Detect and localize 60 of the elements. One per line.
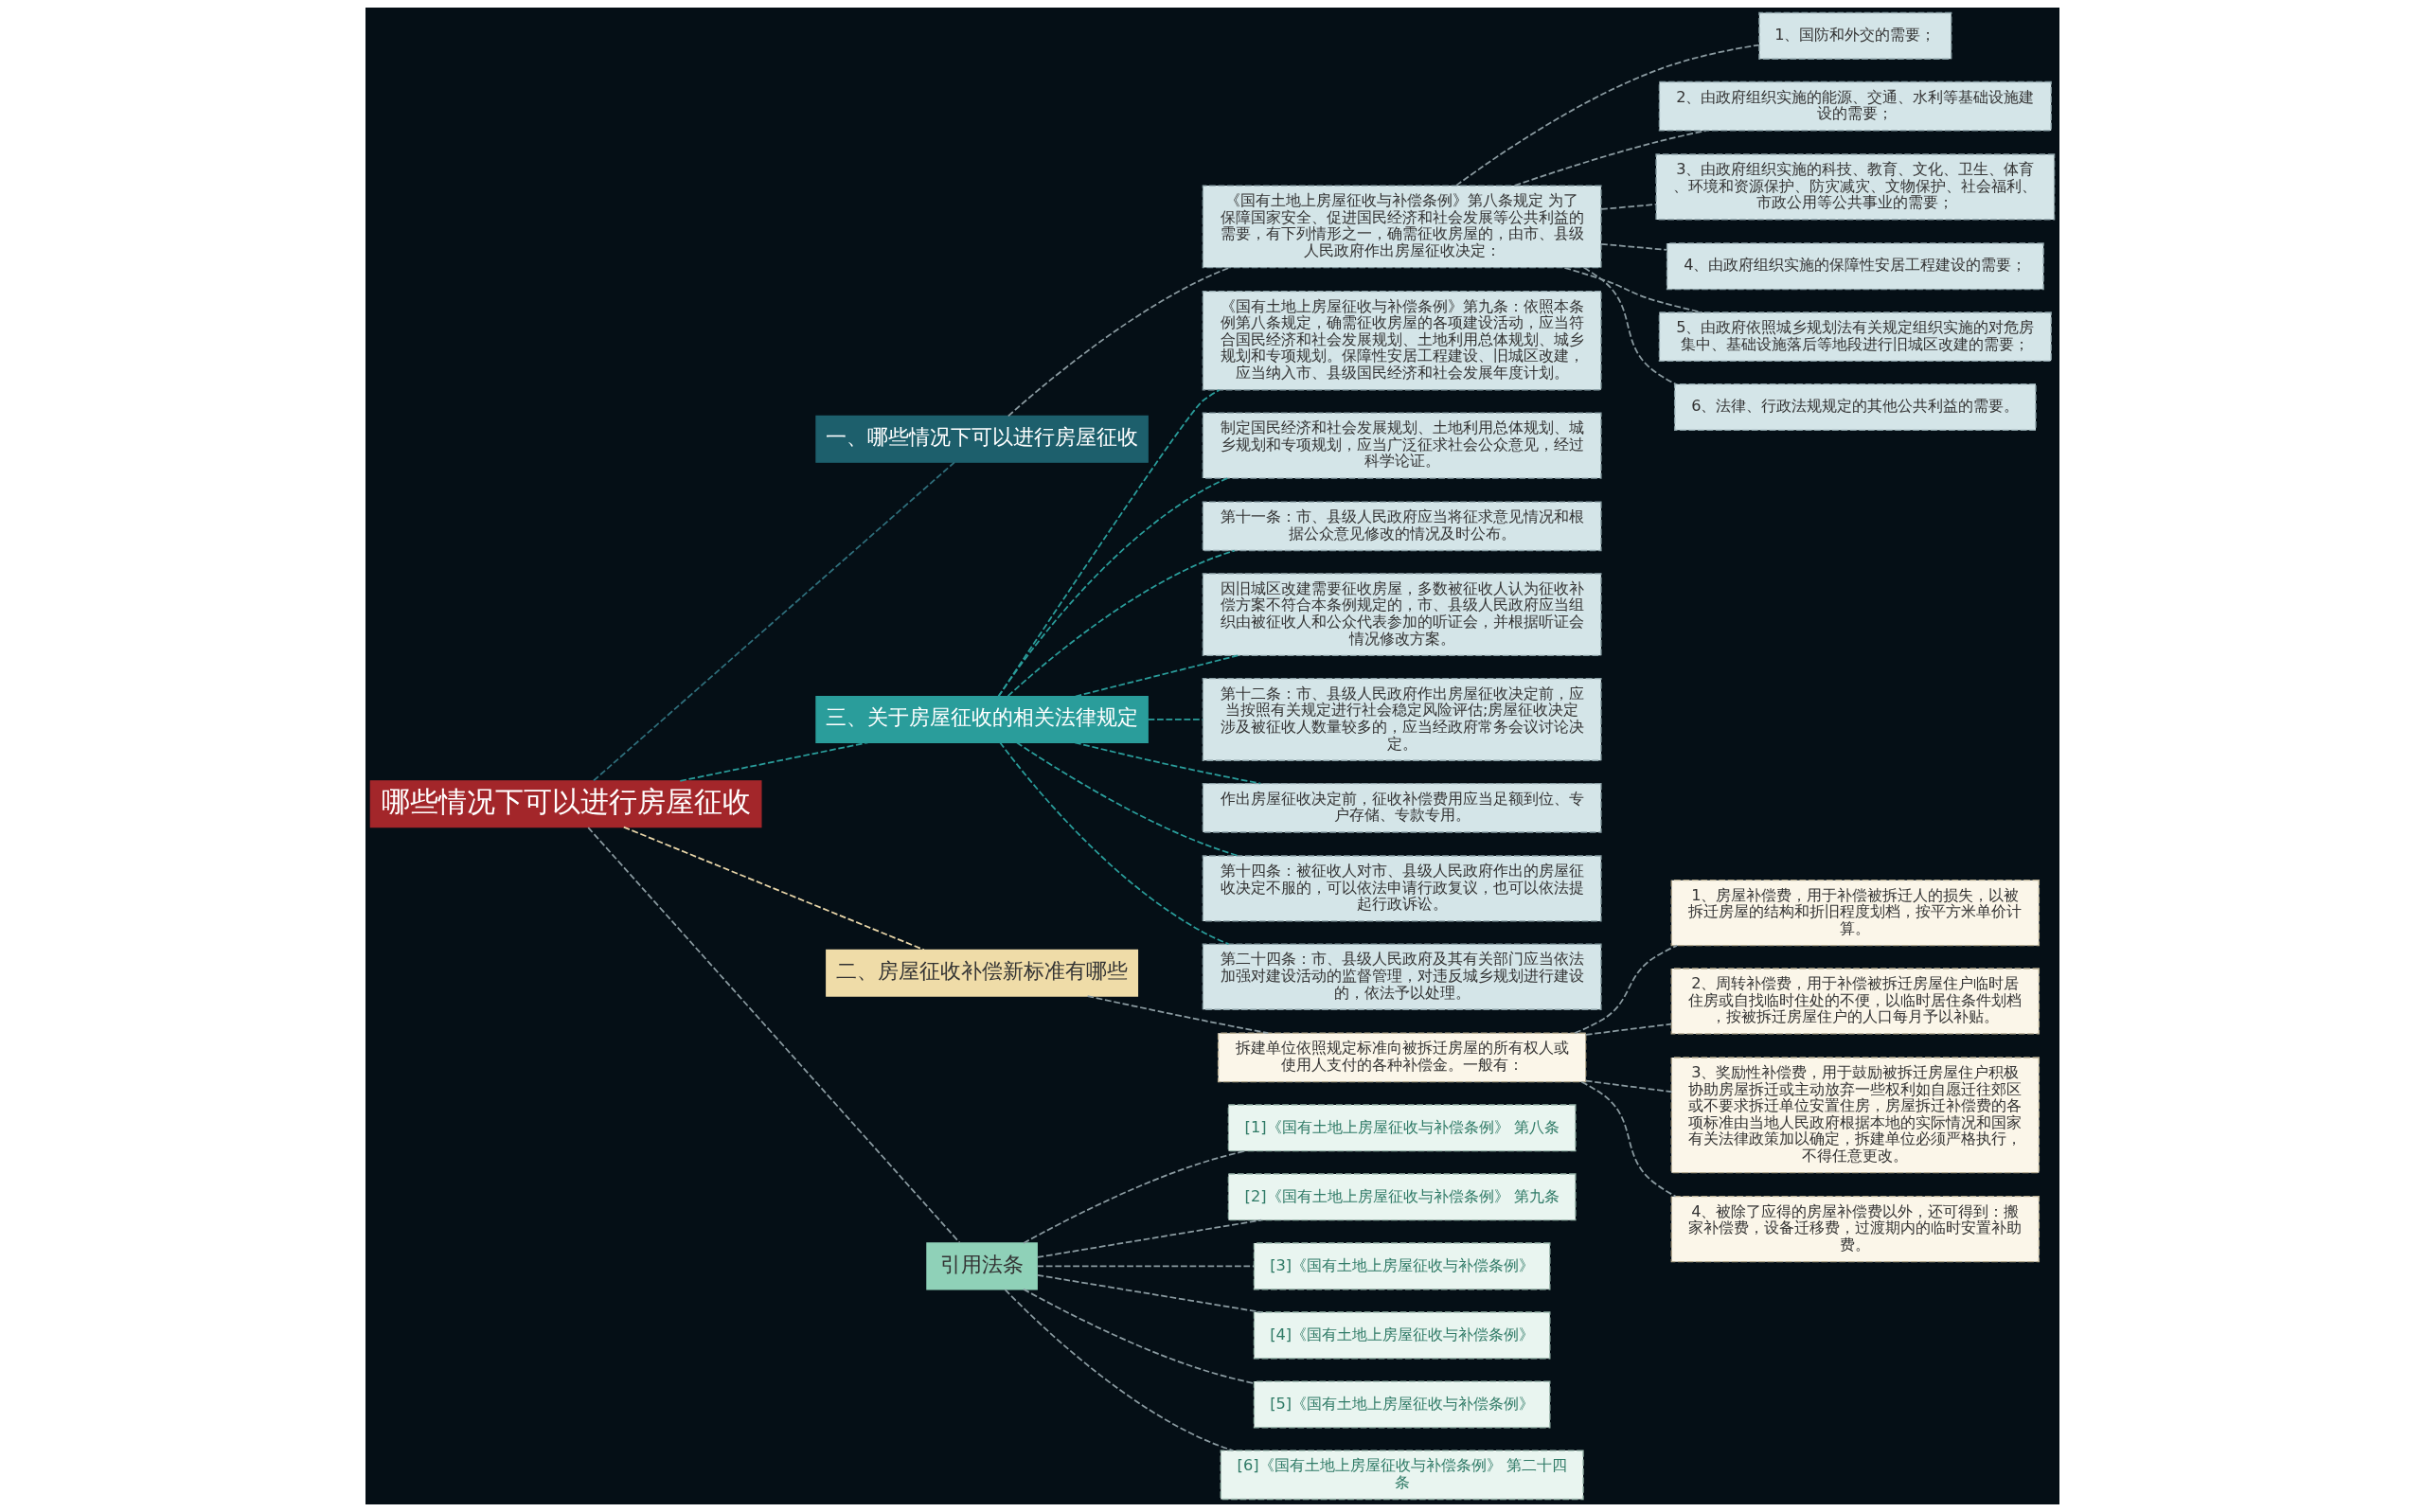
connector (1007, 549, 1236, 697)
node-box: 二、房屋征收补偿新标准有哪些 (825, 949, 1138, 997)
connector (1582, 266, 1676, 385)
connector (996, 477, 1228, 698)
node-box: 4、由政府组织实施的保障性安居工程建设的需要； (1666, 242, 2044, 291)
connector (1599, 203, 1657, 210)
node-box: 引用法条 (925, 1242, 1038, 1290)
node-box: 《国有土地上房屋征收与补偿条例》第九条：依照本条例第八条规定，确需征收房屋的各项建设活动，应当符合国民经济和社会发展规划、土地利用总体规划、城乡规划和专项规划。保障性安居工程建设、旧城区改建，应当纳入市、县级国民经济和社会发展年度计划。 (1202, 290, 1602, 391)
node-box: 3、奖励性补偿费，用于鼓励被拆迁房屋住户积极协助房屋拆迁或主动放弃一些权利如自愿迁往郊区或不要求拆迁单位安置住房，房屋拆迁补偿费的各项标准由当地人民政府根据本地的实际情况和国家有关法律政策加以确定，拆建单位必须严格执行，不得任意更改。 (1670, 1057, 2040, 1174)
connector (1022, 1149, 1246, 1244)
node-box: 第十四条：被征收人对市、县级人民政府作出的房屋征收决定不服的，可以依法申请行政复议，也可以依法提起行政诉讼。 (1202, 855, 1602, 922)
connector (1074, 654, 1239, 698)
node-box: 拆建单位依照规定标准向被拆迁房屋的所有权人或使用人支付的各种补偿金。一般有： (1217, 1032, 1586, 1083)
connector (592, 461, 955, 782)
connector (1036, 1265, 1255, 1268)
node-box: 5、由政府依照城乡规划法有关规定组织实施的对危房集中、基础设施落后等地段进行旧城区改建的需要； (1658, 311, 2052, 362)
node-box: 第十一条：市、县级人民政府应当将征求意见情况和根据公众意见修改的情况及时公布。 (1202, 501, 1602, 552)
connector (997, 389, 1220, 698)
node-box: 作出房屋征收决定前，征收补偿费用应当足额到位、专户存储、专款专用。 (1202, 782, 1602, 833)
node-box: 1、国防和外交的需要； (1757, 11, 1952, 60)
node-box: [1]《国有土地上房屋征收与补偿条例》 第八条 (1227, 1104, 1577, 1152)
node-box: 4、被除了应得的房屋补偿费以外，还可得到：搬家补偿费，设备迁移费，过渡期内的临时安置补助费。 (1670, 1196, 2040, 1263)
node-box: 3、由政府组织实施的科技、教育、文化、卫生、体育、环境和资源保护、防灾减灾、文物保护、社会福利、市政公用等公共事业的需要； (1654, 153, 2055, 221)
node-box: 2、由政府组织实施的能源、交通、水利等基础设施建设的需要； (1658, 80, 2052, 132)
connector (1562, 266, 1702, 313)
connector (1599, 242, 1667, 251)
node-box: 第二十四条：市、县级人民政府及其有关部门应当依法加强对建设活动的监督管理，对违反城乡规划进行建设的，依法予以处理。 (1202, 943, 1602, 1010)
node-box: 一、哪些情况下可以进行房屋征收 (814, 415, 1149, 463)
connector (1579, 1080, 1676, 1198)
node-box: 三、关于房屋征收的相关法律规定 (814, 695, 1149, 743)
connector (1573, 944, 1678, 1034)
node-box: [3]《国有土地上房屋征收与补偿条例》 (1253, 1242, 1550, 1290)
node-box: 第十二条：市、县级人民政府作出房屋征收决定前，应当按照有关规定进行社会稳定风险评估;房屋征收决定涉及被征收人数量较多的，应当经政府常务会议讨论决定。 (1202, 678, 1602, 761)
connector (1007, 266, 1230, 418)
connector (1022, 1288, 1255, 1384)
connector (622, 826, 925, 952)
node-box: 1、房屋补偿费，用于补偿被拆迁人的损失，以被拆迁房屋的结构和折旧程度划档，按平方米单价计算。 (1670, 880, 2040, 947)
node-box: [4]《国有土地上房屋征收与补偿条例》 (1253, 1311, 1550, 1360)
node-box: [2]《国有土地上房屋征收与补偿条例》 第九条 (1227, 1173, 1577, 1221)
connector (1036, 1218, 1262, 1258)
node-box: [6]《国有土地上房屋征收与补偿条例》 第二十四条 (1220, 1450, 1584, 1501)
node-box: 因旧城区改建需要征收房屋，多数被征收人认为征收补偿方案不符合本条例规定的，市、县级人民政府应当组织由被征收人和公众代表参加的听证会，并根据听证会情况修改方案。 (1202, 573, 1602, 657)
node-box: 2、周转补偿费，用于补偿被拆迁房屋住户临时居住房或自找临时住处的不便，以临时居住条件划档，按被拆迁房屋住户的人口每月予以补贴。 (1670, 968, 2040, 1035)
connector (1015, 741, 1239, 857)
connector (1086, 995, 1269, 1035)
connector (1147, 719, 1203, 720)
connector (586, 827, 960, 1244)
node-box: 制定国民经济和社会发展规划、土地利用总体规划、城乡规划和专项规划，应当广泛征求社会公众意见，经过科学论证。 (1202, 412, 1602, 479)
connector (1584, 1079, 1672, 1094)
connector (678, 741, 868, 782)
node-box: 《国有土地上房屋征收与补偿条例》第八条规定 为了保障国家安全、促进国民经济和社会发展等公共利益的需要，有下列情形之一，确需征收房屋的，由市、县级人民政府作出房屋征收决定： (1202, 185, 1602, 269)
node-box: [5]《国有土地上房屋征收与补偿条例》 (1253, 1380, 1550, 1429)
connector (1513, 130, 1707, 187)
connector (1004, 1289, 1234, 1451)
node-box: 6、法律、行政法规规定的其他公共利益的需要。 (1673, 383, 2037, 432)
connector (998, 741, 1229, 946)
connector (1036, 1273, 1262, 1313)
node-box: 哪些情况下可以进行房屋征收 (369, 780, 761, 828)
connector (1454, 44, 1759, 187)
connector (1584, 1023, 1672, 1036)
